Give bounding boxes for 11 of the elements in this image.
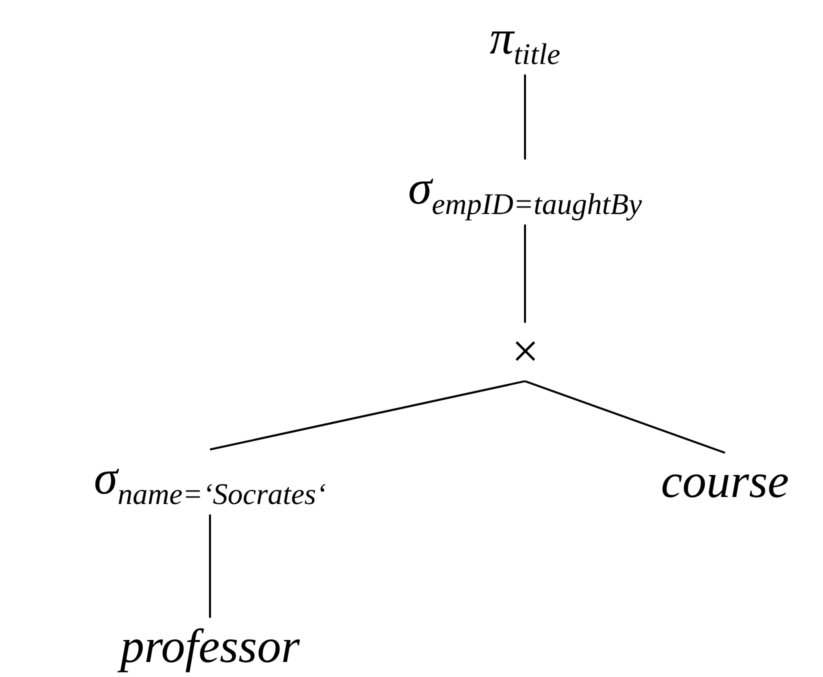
operator-label: professor <box>120 622 300 672</box>
operator-label: σ$_{empID=taughtBy}$ <box>408 164 642 220</box>
tree-edge <box>210 380 526 450</box>
tree-edge <box>524 224 526 323</box>
operator-label: course <box>661 456 789 508</box>
operator-label: × <box>508 326 542 378</box>
operator-label: π$_{title}$ <box>490 14 560 70</box>
tree-edge <box>209 514 211 618</box>
operator-label: σ$_{name=‘Socrates‘}$ <box>94 454 326 510</box>
tree-edge <box>524 74 526 160</box>
tree-edge <box>524 380 726 454</box>
